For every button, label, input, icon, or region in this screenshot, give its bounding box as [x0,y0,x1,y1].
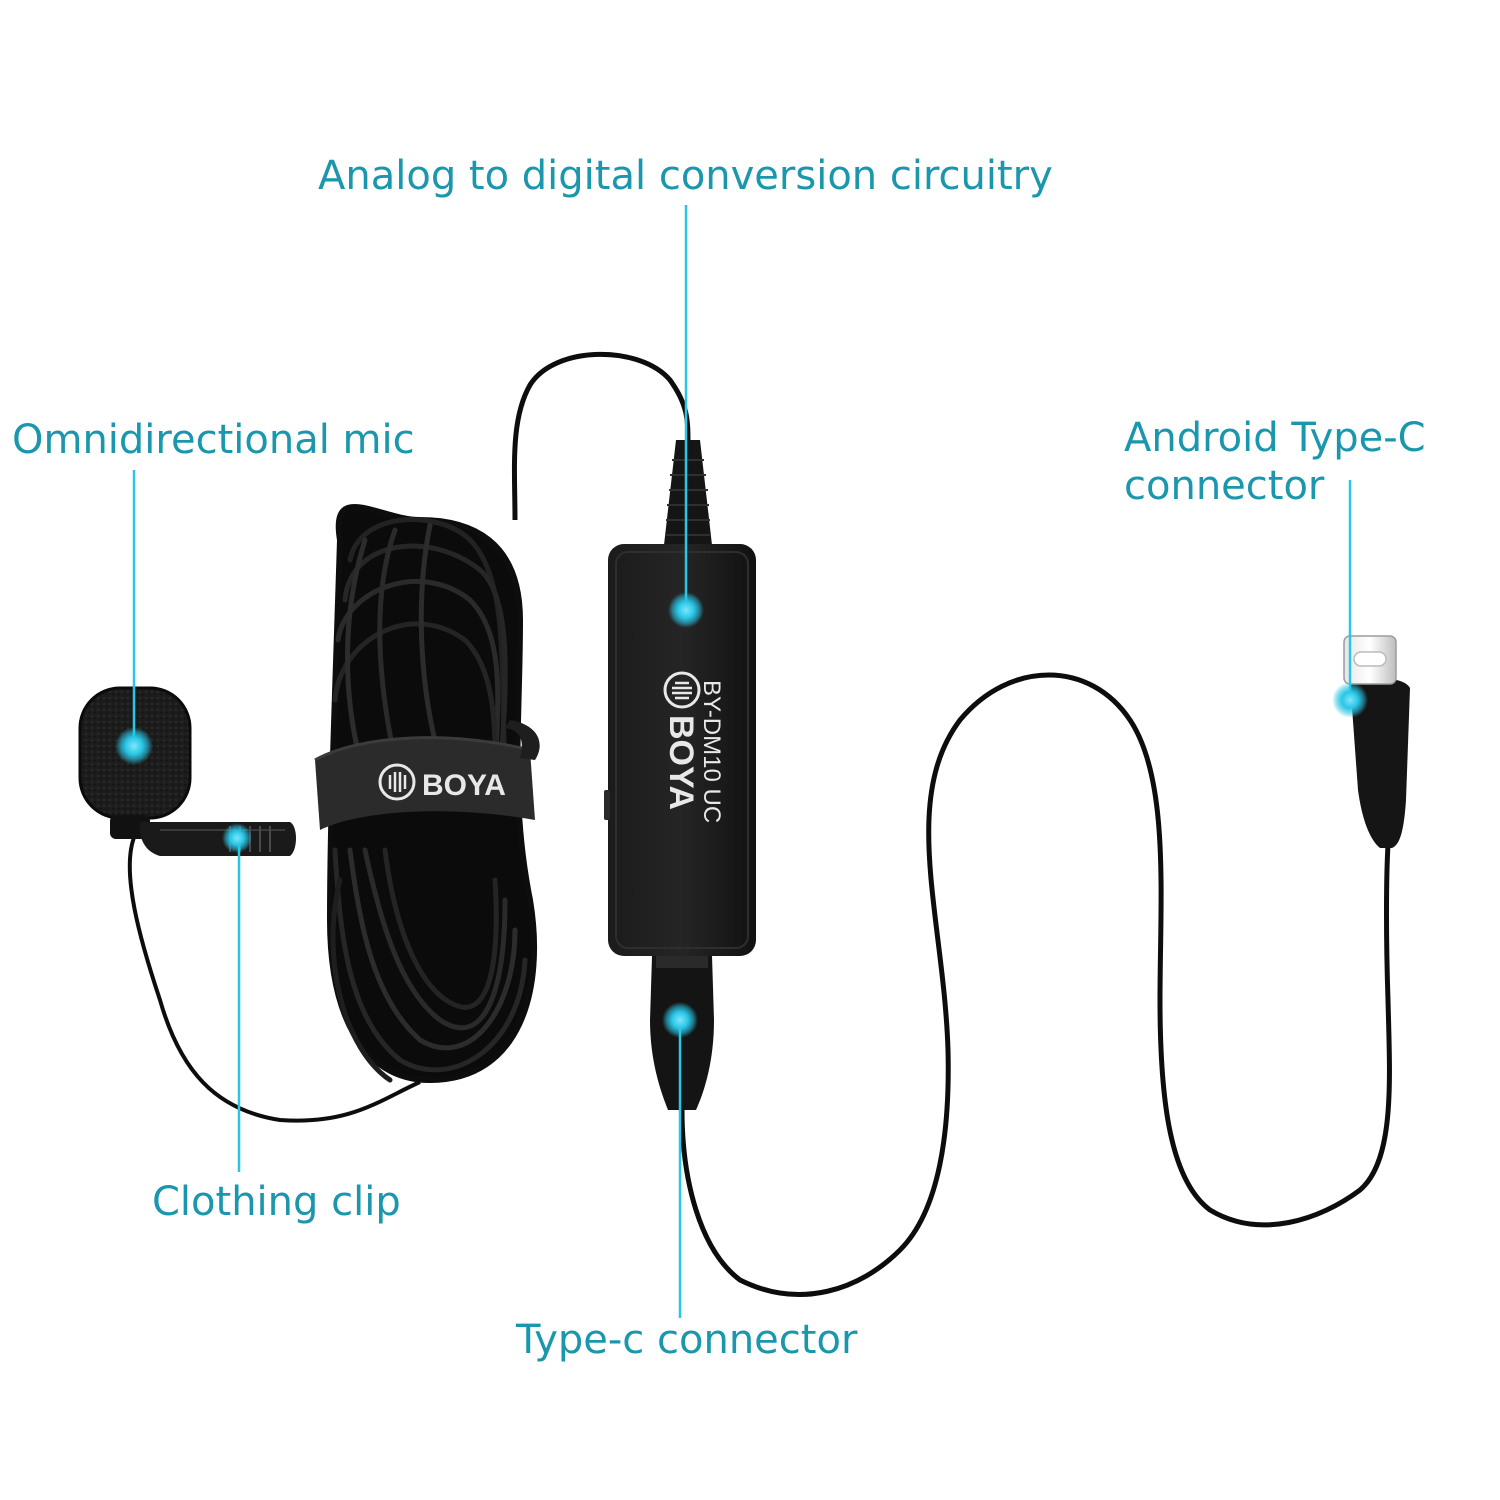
typec-marker-dot [662,1002,698,1038]
clip-marker-dot [222,823,252,853]
mic-marker-dot [115,727,153,765]
android-label-line2: connector [1124,463,1325,509]
callout-markers [115,592,1368,1038]
adc-label: Analog to digital conversion circuitry [318,153,1053,199]
mic-label: Omnidirectional mic [12,417,415,463]
clothing-clip [139,822,296,856]
converter-box: BOYA BY-DM10 UC [604,544,756,956]
android-label-line1: Android Type-C [1124,415,1426,461]
typec-label: Type-c connector [516,1317,858,1363]
mic-cable [127,834,421,1123]
callout-lines [132,205,1352,1318]
cable-to-android-connector [679,672,1392,1297]
strap-brand-text: BOYA [422,769,506,802]
adc-marker-dot [668,592,704,628]
android-typec-plug [1343,635,1410,848]
clip-label: Clothing clip [152,1179,401,1225]
converter-strain-relief [664,440,712,545]
converter-brand-text: BOYA [662,715,700,810]
converter-model-text: BY-DM10 UC [698,680,725,823]
velcro-strap: BOYA [314,720,540,830]
strap-logo-icon [378,763,416,801]
android-marker-dot [1332,682,1368,718]
cable-to-converter [511,351,691,521]
converter-logo-icon [663,671,701,709]
